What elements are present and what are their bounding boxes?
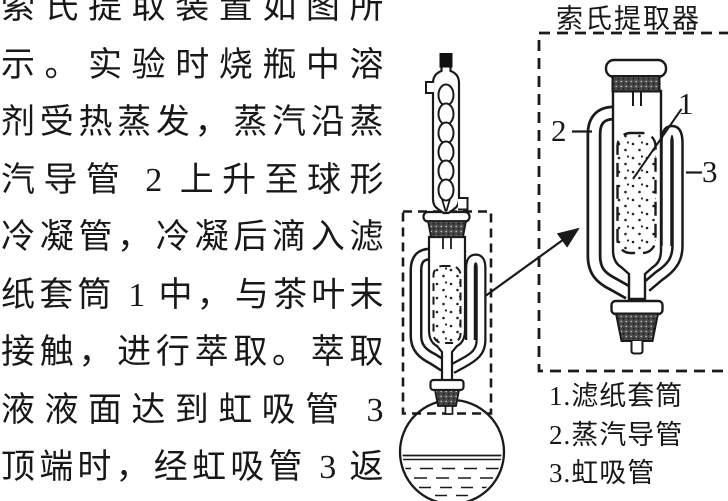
extractor-detail (572, 58, 702, 355)
body-text-line: 索氏提取装置如图所 (1, 0, 384, 26)
body-text: 索氏提取装置如图所 示。实验时烧瓶中溶 剂受热蒸发，蒸汽沿蒸 汽导管 2 上升至… (1, 0, 384, 497)
zoom-detail-box (537, 31, 728, 373)
condenser-plug (439, 53, 453, 68)
body-text-line: 汽导管 2 上升至球形 (1, 161, 384, 199)
extractor-middle (409, 210, 487, 415)
part-label-2: 2 (551, 113, 567, 148)
magnify-arrow (483, 227, 580, 298)
part-label-3: 3 (702, 154, 718, 189)
leader-line-1 (632, 108, 683, 180)
body-text-line: 纸套筒 1 中，与茶叶末 (1, 276, 384, 314)
body-text-line: 液液面达到虹吸管 3 (1, 391, 384, 429)
condenser-inlet-arm (425, 81, 434, 94)
body-text-line: 接触，进行萃取。萃取 (1, 334, 384, 371)
stopper-top-middle (426, 220, 468, 238)
stopper-bottom-detail (614, 312, 660, 342)
diagram-title: 索氏提取器 (556, 4, 701, 34)
flask (398, 398, 506, 501)
condenser (425, 53, 469, 215)
body-text-line: 剂受热蒸发，蒸汽沿蒸 (1, 104, 384, 141)
body-text-line: 顶端时，经虹吸管 3 返 (1, 449, 384, 486)
body-text-line: 示。实验时烧瓶中溶 (1, 46, 384, 84)
legend-item-thimble: 1.滤纸套筒 (549, 381, 684, 411)
condenser-outlet-arm (458, 197, 469, 211)
part-label-1: 1 (678, 86, 694, 121)
thimble-middle (432, 265, 462, 344)
legend-item-siphon: 3.虹吸管 (549, 458, 656, 488)
soxhlet-apparatus-diagram (398, 31, 728, 501)
legend: 1.滤纸套筒 2.蒸汽导管 3.虹吸管 (549, 377, 683, 493)
legend-item-vapor-tube: 2.蒸汽导管 (549, 419, 684, 450)
body-text-line: 冷凝管，冷凝后滴入滤 (1, 219, 384, 256)
stopper-top-detail (611, 75, 661, 93)
thimble-detail (616, 131, 657, 255)
stopper-bottom-middle (433, 389, 461, 407)
